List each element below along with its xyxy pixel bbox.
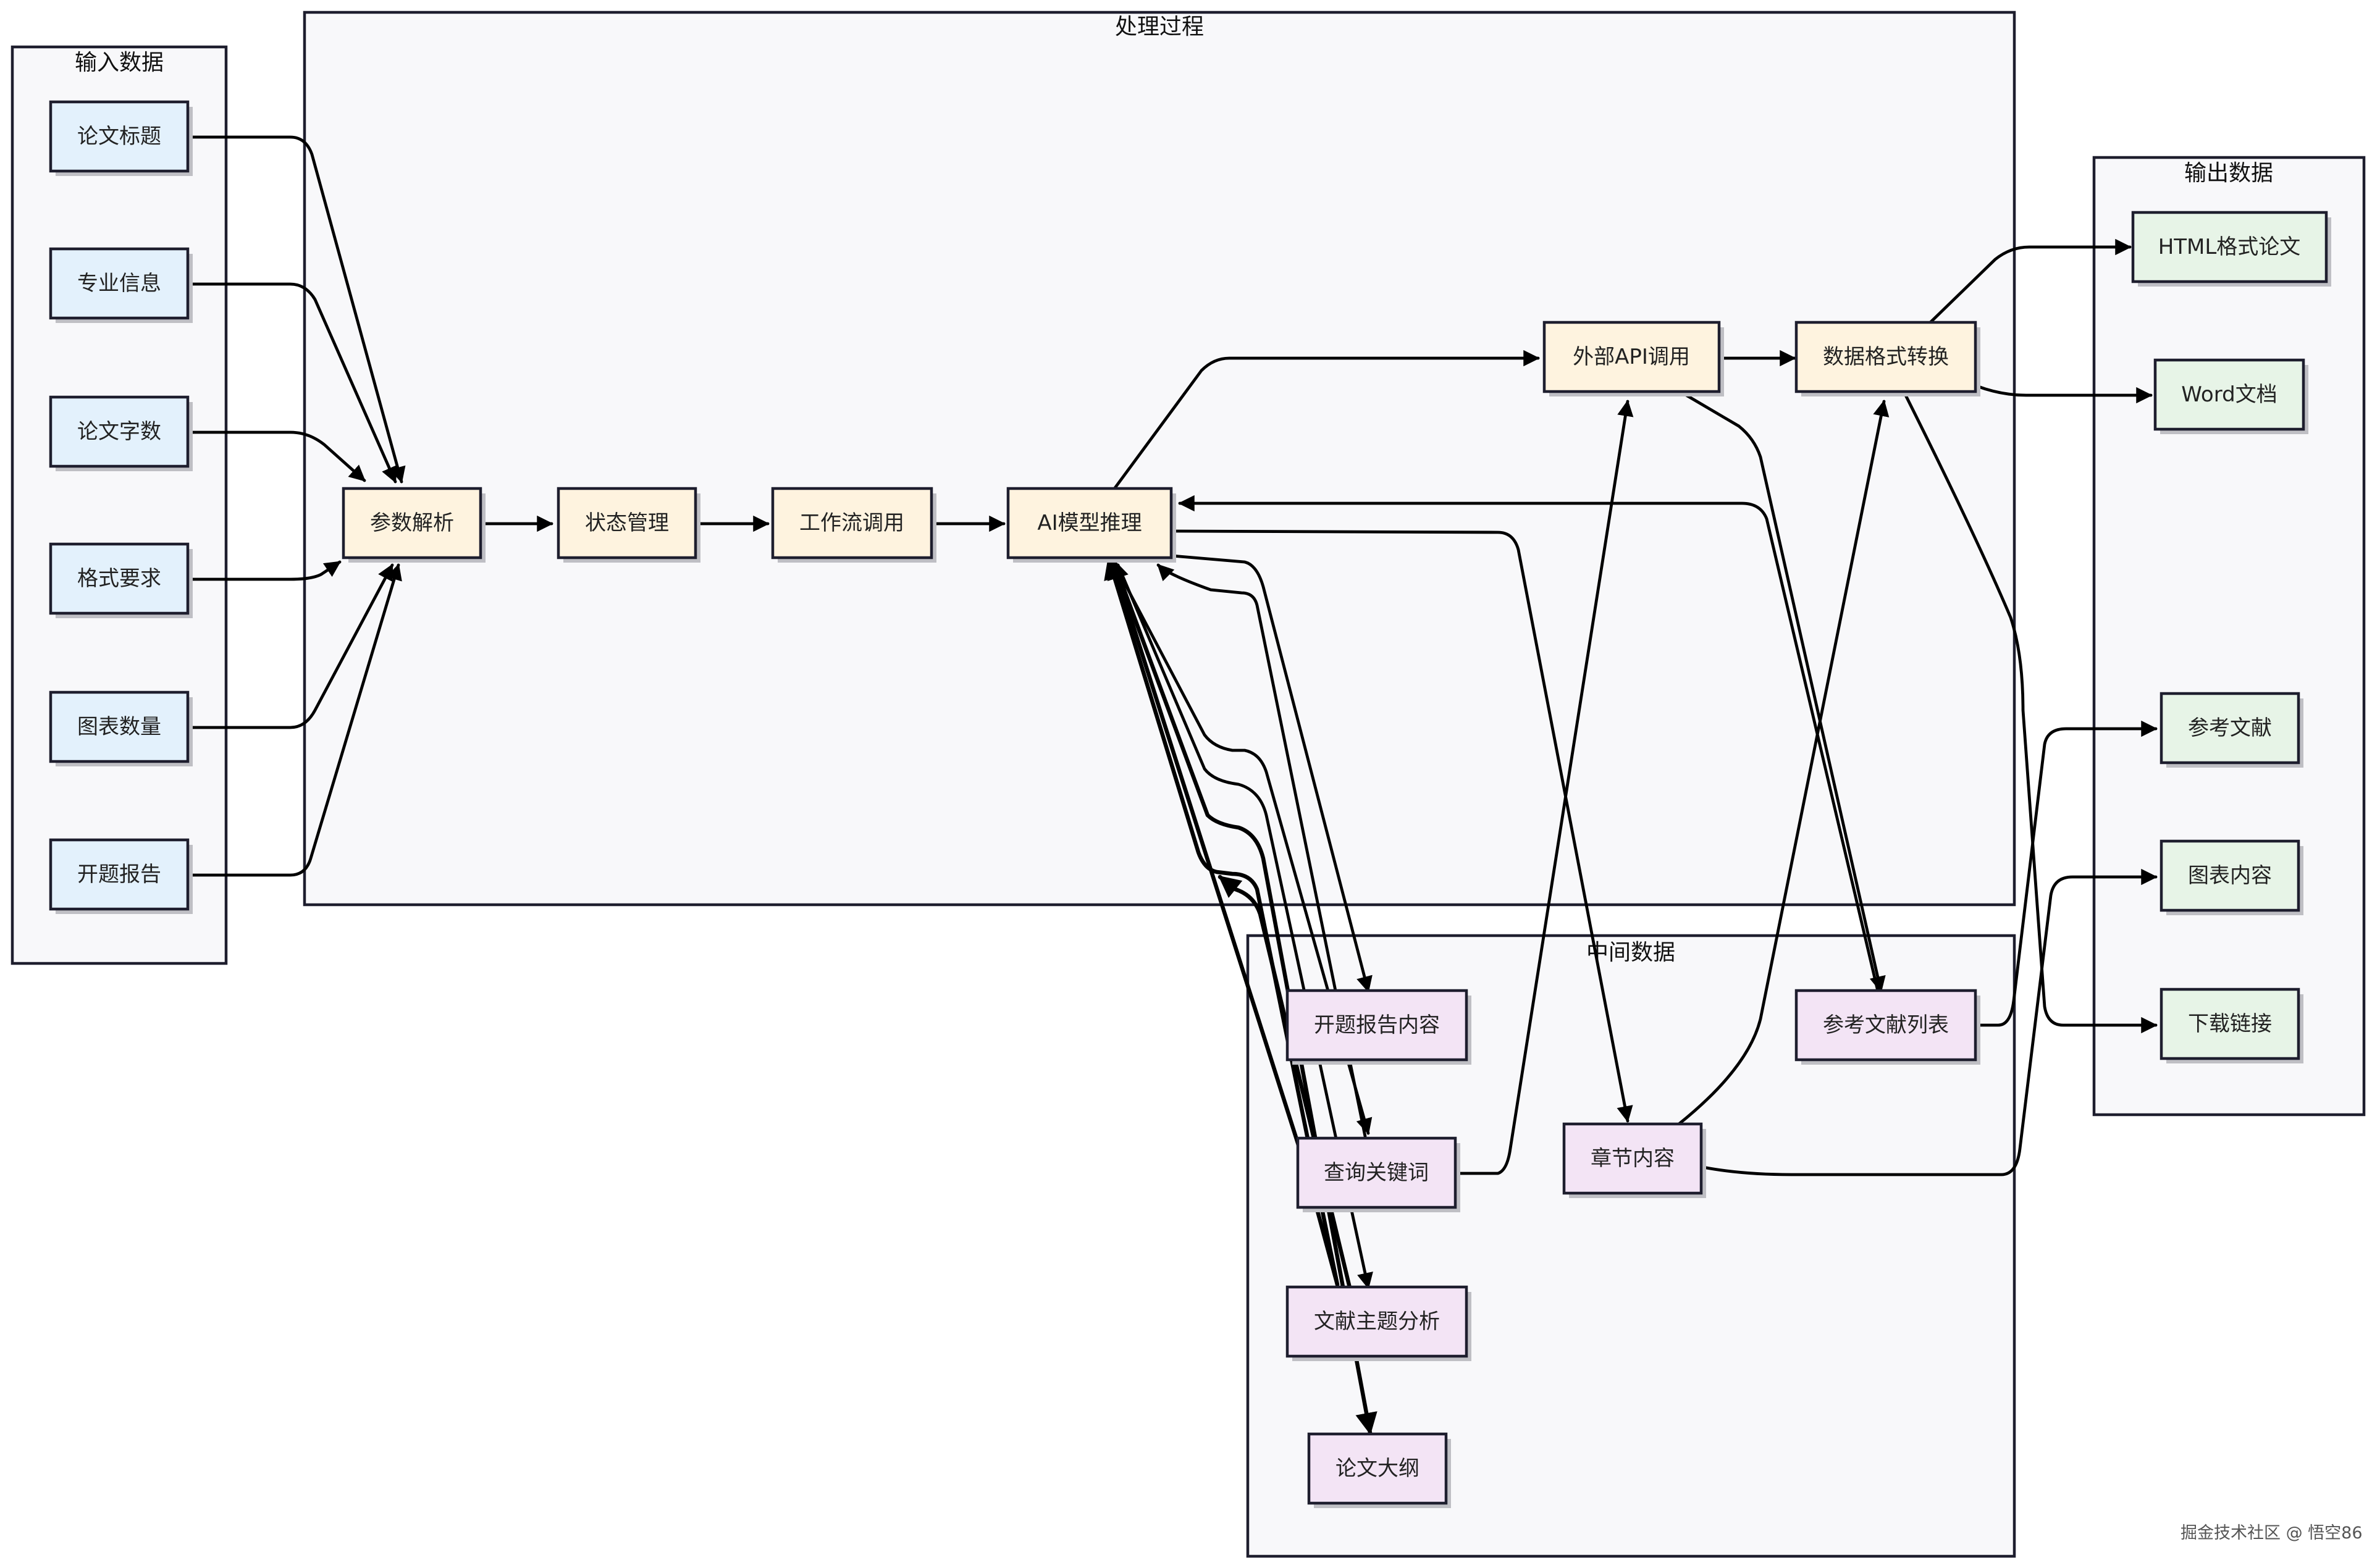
node-proposal-content-label: 开题报告内容 bbox=[1314, 1013, 1440, 1038]
node-major-label: 专业信息 bbox=[77, 271, 161, 296]
watermark-text: 掘金技术社区 @ 悟空86 bbox=[2181, 1524, 2363, 1543]
node-word-doc[interactable]: Word文档 bbox=[2153, 358, 2308, 434]
node-chart-content[interactable]: 图表内容 bbox=[2160, 839, 2303, 915]
node-keywords-label: 查询关键词 bbox=[1324, 1160, 1429, 1185]
node-convert[interactable]: 数据格式转换 bbox=[1794, 321, 1980, 396]
node-html-paper-label: HTML格式论文 bbox=[2158, 235, 2301, 259]
node-api[interactable]: 外部API调用 bbox=[1542, 321, 1724, 396]
node-major[interactable]: 专业信息 bbox=[49, 247, 193, 323]
node-charts[interactable]: 图表数量 bbox=[49, 690, 193, 766]
nodes: 论文标题 专业信息 论文字数 格式要求 图表数量 开题报告 bbox=[49, 100, 2331, 1508]
node-proposal[interactable]: 开题报告 bbox=[49, 838, 193, 914]
edge-reflist-references bbox=[1977, 720, 2158, 1027]
node-ai[interactable]: AI模型推理 bbox=[1006, 487, 1176, 563]
edge-reflist-ai bbox=[1178, 495, 1880, 993]
node-charts-label: 图表数量 bbox=[77, 715, 161, 739]
edge-ai-proposal-content bbox=[1171, 554, 1373, 993]
node-proposal-content[interactable]: 开题报告内容 bbox=[1285, 989, 1471, 1065]
cluster-input-title: 输入数据 bbox=[75, 50, 164, 75]
edge-ai-keywords bbox=[1110, 557, 1373, 1135]
node-download[interactable]: 下载链接 bbox=[2160, 987, 2303, 1063]
node-chapter-label: 章节内容 bbox=[1591, 1146, 1675, 1171]
node-keywords[interactable]: 查询关键词 bbox=[1296, 1136, 1460, 1212]
node-download-label: 下载链接 bbox=[2188, 1012, 2272, 1036]
edges bbox=[187, 135, 2158, 1435]
cluster-intermediate-title: 中间数据 bbox=[1586, 940, 1675, 965]
node-ai-label: AI模型推理 bbox=[1037, 511, 1142, 535]
edge-chapter-charts bbox=[1701, 868, 2158, 1176]
node-references-label: 参考文献 bbox=[2188, 716, 2272, 740]
cluster-input: 输入数据 bbox=[11, 45, 228, 965]
edge-convert-download bbox=[1904, 393, 2158, 1034]
edge-api-reflist bbox=[1684, 393, 1886, 993]
node-parse-label: 参数解析 bbox=[370, 511, 454, 535]
node-state[interactable]: 状态管理 bbox=[557, 487, 700, 563]
node-workflow-label: 工作流调用 bbox=[799, 511, 904, 535]
cluster-process: 处理过程 bbox=[303, 10, 2016, 907]
node-api-label: 外部API调用 bbox=[1573, 345, 1690, 369]
node-outline[interactable]: 论文大纲 bbox=[1307, 1432, 1451, 1508]
edge-format-parse bbox=[187, 560, 342, 581]
node-outline-label: 论文大纲 bbox=[1335, 1456, 1419, 1481]
cluster-output: 输出数据 bbox=[2092, 156, 2366, 1117]
edge-convert-word bbox=[1975, 384, 2153, 404]
node-wordcount[interactable]: 论文字数 bbox=[49, 395, 193, 471]
edge-keywords-api bbox=[1455, 400, 1634, 1175]
node-ref-list[interactable]: 参考文献列表 bbox=[1794, 989, 1980, 1065]
edge-topic-ai bbox=[1218, 874, 1352, 1290]
edge-major-parse bbox=[187, 282, 397, 484]
node-ref-list-label: 参考文献列表 bbox=[1823, 1013, 1949, 1038]
node-chapter[interactable]: 章节内容 bbox=[1562, 1122, 1706, 1198]
node-html-paper[interactable]: HTML格式论文 bbox=[2131, 211, 2331, 287]
edge-proposal-content-ai bbox=[1104, 556, 1340, 1287]
edge-charts-parse bbox=[187, 563, 394, 729]
edge-ai-chapter bbox=[1171, 529, 1633, 1123]
edge-ai-api bbox=[1113, 350, 1540, 490]
cluster-process-title: 处理过程 bbox=[1115, 14, 1204, 40]
edge-title-parse bbox=[187, 135, 406, 484]
node-workflow[interactable]: 工作流调用 bbox=[771, 487, 936, 563]
edge-wordcount-parse bbox=[187, 430, 366, 482]
node-format-label: 格式要求 bbox=[77, 566, 161, 591]
edge-proposal-parse bbox=[187, 563, 402, 877]
node-proposal-label: 开题报告 bbox=[77, 862, 161, 887]
node-topic-analysis-label: 文献主题分析 bbox=[1314, 1309, 1440, 1334]
node-wordcount-label: 论文字数 bbox=[77, 419, 161, 444]
edge-ai-outline bbox=[1112, 563, 1377, 1435]
node-topic-analysis[interactable]: 文献主题分析 bbox=[1285, 1285, 1471, 1361]
node-format[interactable]: 格式要求 bbox=[49, 542, 193, 618]
cluster-output-title: 输出数据 bbox=[2184, 161, 2273, 186]
edge-chapter-convert bbox=[1677, 400, 1890, 1126]
node-state-label: 状态管理 bbox=[585, 511, 669, 535]
node-title[interactable]: 论文标题 bbox=[49, 100, 193, 176]
node-parse[interactable]: 参数解析 bbox=[342, 487, 486, 563]
node-chart-content-label: 图表内容 bbox=[2188, 863, 2272, 888]
edge-convert-html bbox=[1928, 238, 2132, 324]
edge-ai-topic bbox=[1116, 563, 1373, 1289]
node-title-label: 论文标题 bbox=[77, 124, 161, 149]
node-references[interactable]: 参考文献 bbox=[2160, 692, 2303, 768]
node-convert-label: 数据格式转换 bbox=[1823, 345, 1949, 369]
node-word-doc-label: Word文档 bbox=[2181, 382, 2277, 407]
edge-keywords-ai bbox=[1156, 563, 1367, 1138]
